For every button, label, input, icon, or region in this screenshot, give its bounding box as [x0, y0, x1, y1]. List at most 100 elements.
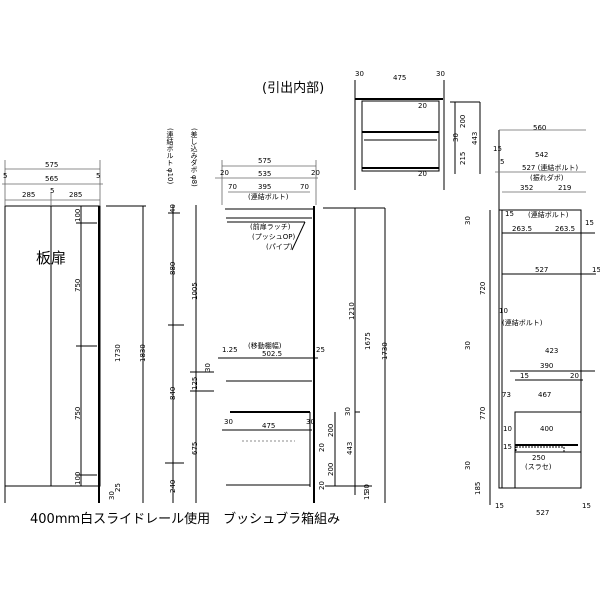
- dim: 840: [169, 387, 177, 400]
- dim: 215: [459, 152, 467, 165]
- swing-dowel-label: (振れダボ): [530, 173, 564, 182]
- dim: 395: [258, 183, 271, 191]
- dim: 30: [306, 418, 315, 426]
- dim: 240: [169, 480, 177, 493]
- dim: 5: [3, 172, 7, 180]
- dim: 200: [327, 424, 335, 437]
- dim: 443: [471, 132, 479, 145]
- dim: 200: [459, 115, 467, 128]
- dim: 575: [45, 161, 58, 169]
- dim: 1210: [348, 302, 356, 320]
- dim: 30: [204, 363, 212, 372]
- dim: 30: [436, 70, 445, 78]
- dim: 15: [520, 372, 529, 380]
- latch-label: (前扉ラッチ): [250, 222, 291, 231]
- dim: 25: [316, 346, 325, 354]
- dim: 250: [532, 454, 545, 462]
- dim: 565: [45, 175, 58, 183]
- connect-bolt-dim: 527 (連結ボルト): [522, 163, 578, 172]
- caption: 400mm白スライドレール使用 ブッシュブラ箱組み: [30, 511, 340, 527]
- dim: 73: [502, 391, 511, 399]
- dim: 15: [363, 491, 371, 500]
- dim: 5: [96, 172, 100, 180]
- dim: 352: [520, 184, 533, 192]
- dim: 30: [464, 341, 472, 350]
- dim: 770: [479, 407, 487, 420]
- dim: 70: [228, 183, 237, 191]
- connect-bolt-label: (連結ボルト φ10): [166, 128, 174, 184]
- dim: 15: [503, 443, 512, 451]
- dim: 750: [74, 407, 82, 420]
- push-open-label: (プッシュOP): [252, 233, 295, 241]
- dim: 15: [495, 502, 504, 510]
- dim: 15: [505, 210, 514, 218]
- dim: 1730: [381, 342, 389, 360]
- dim: 20: [318, 443, 326, 452]
- dim: 502.5: [262, 350, 282, 358]
- pipe-label: (パイプ): [266, 243, 293, 251]
- connect-bolt-label: (連結ボルト): [248, 192, 289, 201]
- dim: 10: [499, 307, 508, 315]
- dim: 30: [108, 491, 116, 500]
- dim: 535: [258, 170, 271, 178]
- connect-bolt-label: (連結ボルト): [502, 318, 543, 327]
- door-view: 575 5 565 5 285 5 285 100 750 750 100 17…: [2, 160, 147, 503]
- dim: 575: [258, 157, 271, 165]
- dim: 5: [50, 187, 54, 195]
- dim: 390: [540, 362, 553, 370]
- dim: 423: [545, 347, 558, 355]
- dim: 1005: [191, 282, 199, 300]
- dim: 15: [582, 502, 591, 510]
- dim: 560: [533, 124, 546, 132]
- dim: 70: [300, 183, 309, 191]
- dim: 1830: [139, 344, 147, 362]
- dim: 5: [500, 158, 504, 166]
- dim: 675: [191, 442, 199, 455]
- height-dimension-columns: (連結ボルト φ10) (差し込みダボ φ8) 40 880 840 240 1…: [165, 128, 214, 503]
- dim: 185: [474, 482, 482, 495]
- dim: 720: [479, 282, 487, 295]
- front-view: 575 20 535 20 70 395 70 (連結ボルト) (前扉ラッチ) …: [215, 157, 389, 503]
- dim: 285: [69, 191, 82, 199]
- dim: 20: [418, 170, 427, 178]
- dim: 15: [493, 145, 502, 153]
- dim: 467: [538, 391, 551, 399]
- dim: 15: [592, 266, 600, 274]
- dim: 40: [169, 204, 177, 213]
- dim: 527: [536, 509, 549, 517]
- dim: 750: [74, 279, 82, 292]
- connect-bolt-label: (連結ボルト): [528, 210, 569, 219]
- dim: 100: [74, 209, 82, 222]
- dim: 15: [585, 219, 594, 227]
- dim: 30: [452, 133, 460, 142]
- dim: 475: [262, 422, 275, 430]
- dim: 125: [191, 377, 199, 390]
- dim: 20: [418, 102, 427, 110]
- dim: 20: [318, 481, 326, 490]
- dim: 25: [114, 483, 122, 492]
- dim: 1675: [364, 332, 372, 350]
- dim: 880: [169, 262, 177, 275]
- dim: 30: [355, 70, 364, 78]
- dim: 527: [535, 266, 548, 274]
- dim: 542: [535, 151, 548, 159]
- dim: 30: [464, 216, 472, 225]
- dim: 200: [327, 463, 335, 476]
- dim: 10: [503, 425, 512, 433]
- dim: 285: [22, 191, 35, 199]
- dim: 30: [344, 407, 352, 416]
- dim: 475: [393, 74, 406, 82]
- side-view: 560 15 542 5 527 (連結ボルト) (振れダボ) 352 219 …: [464, 124, 600, 517]
- drawer-interior-view: 30 475 30 200 30 443 215 20 20: [354, 70, 481, 190]
- dim: 20: [570, 372, 579, 380]
- dim: 30: [363, 484, 371, 493]
- dim: 20: [220, 169, 229, 177]
- dim: 1730: [114, 344, 122, 362]
- dim: 30: [224, 418, 233, 426]
- drawer-interior-title: (引出内部): [262, 80, 324, 96]
- dim: 1.25: [222, 346, 238, 354]
- dim: 30: [464, 461, 472, 470]
- dim: 20: [311, 169, 320, 177]
- dim: 400: [540, 425, 553, 433]
